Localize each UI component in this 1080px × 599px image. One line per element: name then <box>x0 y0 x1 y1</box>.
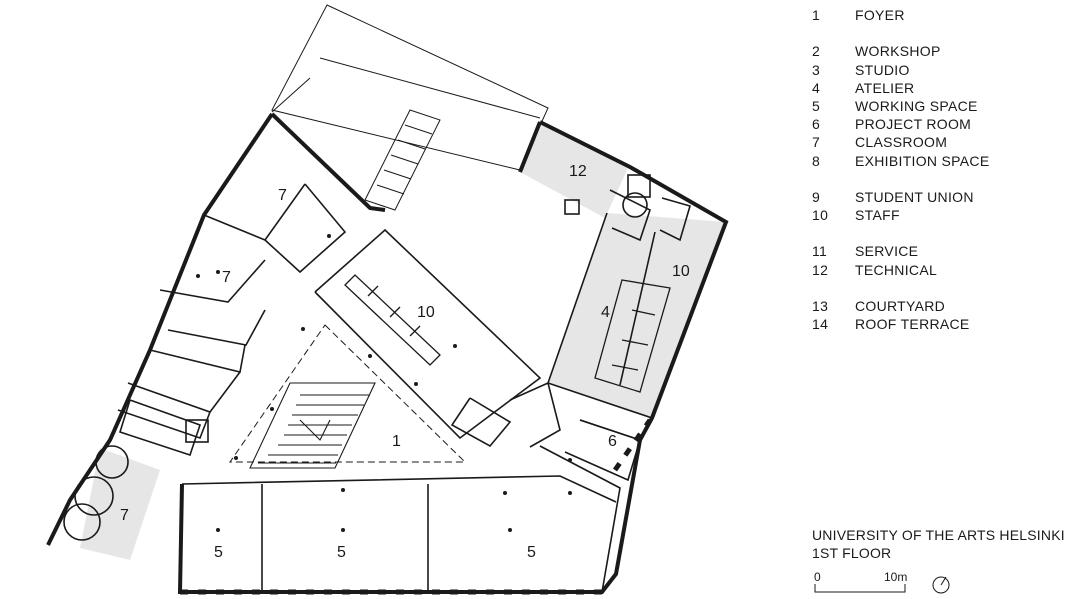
legend-number: 6 <box>812 116 821 133</box>
caption-title: UNIVERSITY OF THE ARTS HELSINKI <box>812 527 1065 543</box>
legend-number: 13 <box>812 298 829 314</box>
floor-plan: 1 4 5 5 5 6 7 7 7 10 10 12 <box>46 4 729 595</box>
legend-number: 1 <box>812 7 821 23</box>
legend-number: 7 <box>812 134 821 151</box>
legend-number: 14 <box>812 316 829 333</box>
room-label-foyer: 1 <box>392 433 401 450</box>
scale-end-label: 10m <box>884 570 908 584</box>
legend-label: CLASSROOM <box>855 134 948 151</box>
legend-number: 5 <box>812 97 821 114</box>
legend-number: 10 <box>812 207 829 224</box>
legend-number: 3 <box>812 61 821 78</box>
room-label-classroom-2: 7 <box>222 269 231 286</box>
caption-floor: 1ST FLOOR <box>812 545 892 561</box>
room-label-classroom-1: 7 <box>278 187 287 204</box>
legend-label: EXHIBITION SPACE <box>855 152 990 169</box>
legend-label: COURTYARD <box>855 298 946 314</box>
room-label-technical: 12 <box>569 163 587 180</box>
legend-label: ROOF TERRACE <box>855 316 970 333</box>
legend-label: STUDENT UNION <box>855 188 974 205</box>
legend-label: STAFF <box>855 207 900 224</box>
legend-label: WORKING SPACE <box>855 97 978 114</box>
room-label-classroom-3: 7 <box>120 507 129 524</box>
scale-bar-graphic <box>814 584 906 593</box>
room-label-atelier: 4 <box>601 304 610 321</box>
legend-number: 8 <box>812 152 821 169</box>
legend-label: PROJECT ROOM <box>855 116 972 133</box>
legend-number: 11 <box>812 243 828 260</box>
legend-label: STUDIO <box>855 61 910 78</box>
legend-label: WORKSHOP <box>855 43 941 60</box>
legend-label: TECHNICAL <box>855 261 938 278</box>
north-arrow-icon <box>932 576 950 594</box>
room-label-working-space-1: 5 <box>214 544 223 561</box>
legend-label: SERVICE <box>855 243 919 260</box>
room-label-staff-1: 10 <box>417 304 435 321</box>
room-label-working-space-3: 5 <box>527 544 536 561</box>
legend-label: ATELIER <box>855 79 915 96</box>
legend-number: 2 <box>812 43 821 60</box>
legend-number: 4 <box>812 79 821 96</box>
room-label-working-space-2: 5 <box>337 544 346 561</box>
plan-caption: UNIVERSITY OF THE ARTS HELSINKI 1ST FLOO… <box>812 526 1065 562</box>
room-label-staff-2: 10 <box>672 263 690 280</box>
scale-bar: 0 10m <box>812 570 962 598</box>
scale-start-label: 0 <box>814 570 821 584</box>
room-label-project-room: 6 <box>608 433 617 450</box>
legend-label: FOYER <box>855 7 905 23</box>
legend-number: 9 <box>812 188 821 205</box>
legend-number: 12 <box>812 261 829 278</box>
room-labels: 1 4 5 5 5 6 7 7 7 10 10 12 <box>120 163 690 561</box>
